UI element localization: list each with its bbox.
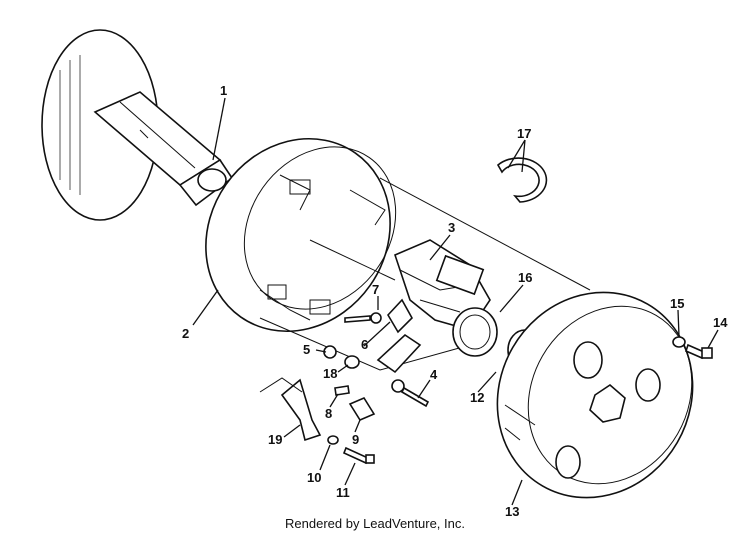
part-8-pin bbox=[334, 385, 350, 396]
label-19: 19 bbox=[268, 432, 282, 447]
leader-lines bbox=[192, 97, 719, 506]
part-2-housing bbox=[205, 137, 397, 333]
label-18: 18 bbox=[323, 366, 337, 381]
label-14: 14 bbox=[713, 315, 728, 330]
part-11-bolt bbox=[342, 446, 375, 465]
part-9-bushing bbox=[348, 396, 376, 422]
part-14-bolt bbox=[685, 343, 713, 360]
part-16-ring bbox=[452, 307, 498, 357]
part-13-drum bbox=[496, 291, 694, 499]
part-10-washer bbox=[327, 435, 339, 445]
label-9: 9 bbox=[352, 432, 359, 447]
callout-labels: 1 2 3 4 5 6 7 8 9 10 11 12 13 14 15 16 1… bbox=[182, 83, 728, 519]
alignment-lines bbox=[259, 177, 591, 371]
label-11: 11 bbox=[336, 485, 350, 500]
label-12: 12 bbox=[470, 390, 484, 405]
part-18-washer bbox=[344, 355, 360, 369]
part-6-lever bbox=[376, 298, 422, 374]
label-10: 10 bbox=[307, 470, 321, 485]
label-5: 5 bbox=[303, 342, 310, 357]
label-3: 3 bbox=[448, 220, 455, 235]
part-15-washer bbox=[672, 336, 686, 348]
label-2: 2 bbox=[182, 326, 189, 341]
part-1-sheave-shaft bbox=[41, 29, 234, 221]
label-8: 8 bbox=[325, 406, 332, 421]
label-1: 1 bbox=[220, 83, 227, 98]
label-16: 16 bbox=[518, 270, 532, 285]
part-4-bolt bbox=[391, 379, 430, 408]
label-6: 6 bbox=[361, 337, 368, 352]
label-4: 4 bbox=[430, 367, 438, 382]
label-13: 13 bbox=[505, 504, 519, 519]
part-7-screw bbox=[344, 312, 382, 324]
label-17: 17 bbox=[517, 126, 531, 141]
footer-credit: Rendered by LeadVenture, Inc. bbox=[285, 516, 465, 531]
part-17-retaining-ring bbox=[496, 157, 548, 203]
part-19-bracket bbox=[259, 377, 322, 442]
label-7: 7 bbox=[372, 282, 379, 297]
label-15: 15 bbox=[670, 296, 684, 311]
